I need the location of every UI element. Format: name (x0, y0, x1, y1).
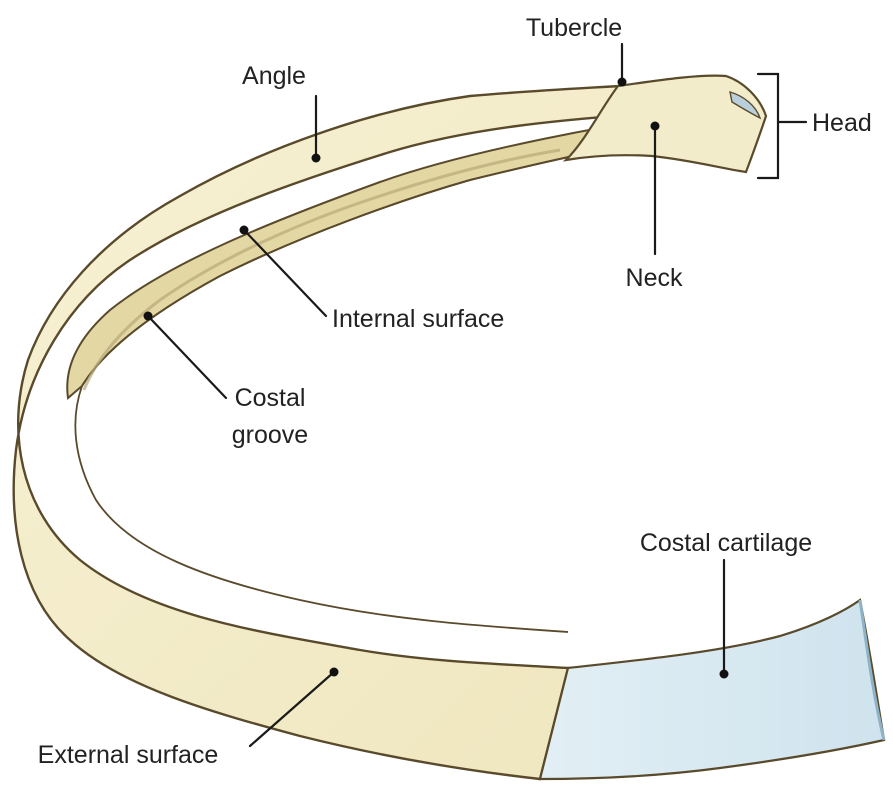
internal-surface-dot (240, 226, 249, 235)
label-tubercle: Tubercle (526, 14, 622, 42)
label-neck: Neck (626, 264, 683, 292)
label-costal-groove-line2: groove (232, 421, 308, 449)
costal-groove-dot (144, 312, 153, 321)
tubercle-dot (618, 78, 627, 87)
neck-dot (651, 122, 660, 131)
label-external-surface: External surface (38, 741, 219, 769)
label-costal-groove-line1: Costal (235, 384, 306, 412)
costal-groove-leader (148, 316, 226, 398)
label-angle: Angle (242, 62, 306, 90)
angle-dot (312, 154, 321, 163)
external-surface-dot (330, 668, 339, 677)
label-internal-surface: Internal surface (332, 305, 504, 333)
costal-cartilage-shape (540, 600, 884, 779)
label-head: Head (812, 109, 872, 137)
costal-cartilage-dot (720, 670, 729, 679)
label-costal-cartilage: Costal cartilage (640, 529, 812, 557)
costal-groove-shape (84, 150, 560, 390)
